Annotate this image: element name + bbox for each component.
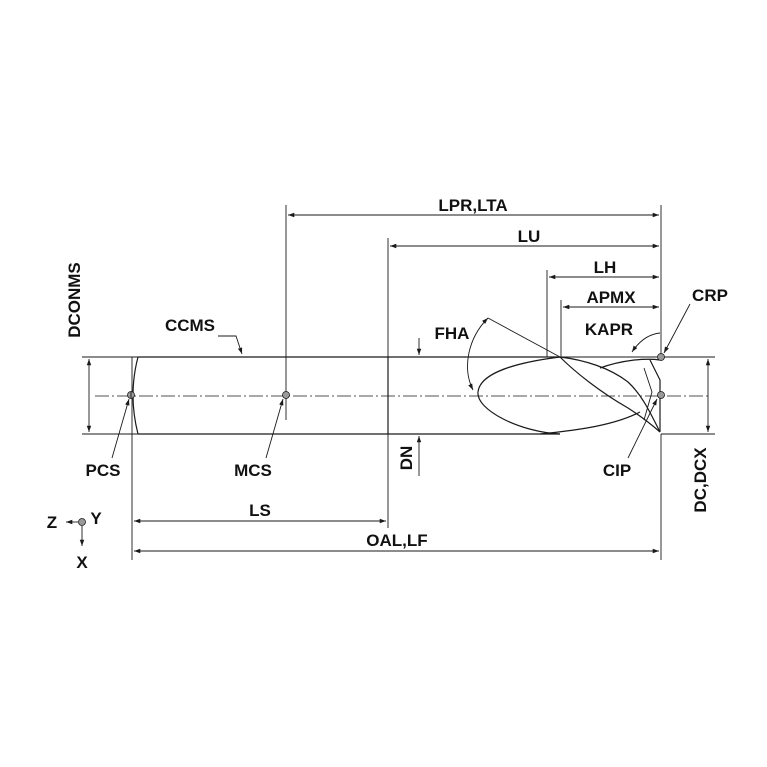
dimension-oal-lf	[134, 434, 662, 560]
mcs-leader	[265, 398, 284, 459]
label-axis-y: Y	[90, 509, 102, 528]
crp-leader	[663, 303, 691, 354]
dimension-apmx	[560, 300, 659, 357]
label-apmx: APMX	[586, 288, 636, 307]
pcs-leader	[111, 398, 130, 459]
pcs-point	[127, 391, 135, 399]
dimension-ls	[131, 434, 389, 560]
dimension-kapr	[631, 332, 661, 353]
dimension-fha	[467, 317, 561, 391]
crp-point	[657, 353, 665, 361]
label-ccms: CCMS	[165, 316, 215, 335]
label-dn: DN	[397, 446, 416, 471]
cip-leader	[627, 398, 658, 459]
label-dc-dcx: DC,DCX	[691, 447, 710, 513]
cip-point	[657, 391, 665, 399]
axis-triad	[66, 518, 86, 546]
label-dconms: DCONMS	[65, 262, 84, 338]
dimension-lh	[546, 270, 659, 357]
label-ls: LS	[249, 501, 271, 520]
label-crp: CRP	[692, 286, 728, 305]
label-mcs: MCS	[234, 461, 272, 480]
label-oal-lf: OAL,LF	[366, 531, 427, 550]
label-lh: LH	[594, 258, 617, 277]
dimension-dc-dcx	[661, 356, 715, 435]
label-pcs: PCS	[86, 461, 121, 480]
ccms-leader	[218, 335, 243, 355]
label-lpr-lta: LPR,LTA	[438, 196, 507, 215]
label-lu: LU	[518, 227, 541, 246]
label-cip: CIP	[603, 461, 631, 480]
label-fha: FHA	[435, 324, 470, 343]
dimension-lpr-lta	[285, 205, 662, 420]
label-axis-x: X	[76, 553, 88, 572]
label-kapr: KAPR	[585, 320, 633, 339]
tool-body	[131, 356, 661, 435]
dimension-dconms	[82, 356, 138, 435]
label-axis-z: Z	[47, 513, 57, 532]
mcs-point	[282, 391, 290, 399]
dimension-lu	[387, 238, 659, 357]
